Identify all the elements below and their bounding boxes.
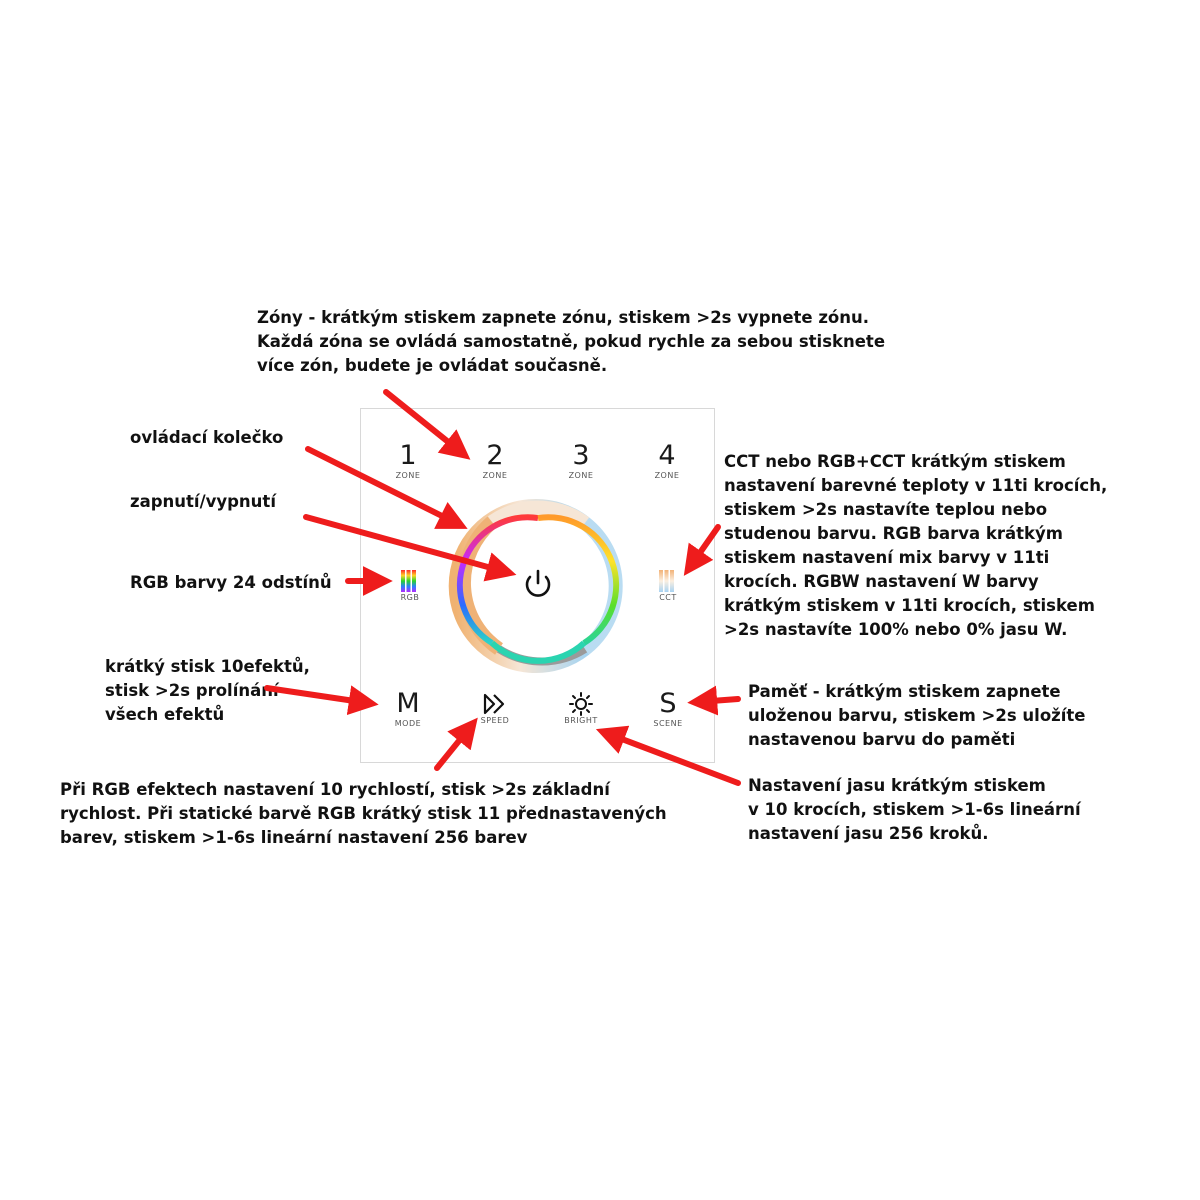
control-wheel[interactable] bbox=[361, 409, 714, 762]
rgb-bars-icon bbox=[401, 570, 416, 592]
speed-note: Při RGB efektech nastavení 10 rychlostí,… bbox=[60, 780, 667, 847]
sun-icon bbox=[569, 692, 593, 716]
zone-3-number: 3 bbox=[572, 440, 590, 471]
wheel-note: ovládací kolečko bbox=[130, 428, 284, 447]
scene-letter: S bbox=[659, 688, 677, 719]
arrow-bright bbox=[595, 725, 741, 786]
fast-forward-icon bbox=[483, 693, 505, 715]
cct-label: CCT bbox=[659, 593, 677, 602]
speed-button[interactable]: SPEED bbox=[465, 692, 525, 726]
zone-2-button[interactable]: 2 ZONE bbox=[465, 441, 525, 481]
rgb-button[interactable]: RGB bbox=[380, 569, 440, 603]
zone-4-button[interactable]: 4 ZONE bbox=[637, 441, 697, 481]
power-note: zapnutí/vypnutí bbox=[130, 492, 276, 511]
scene-note: Paměť - krátkým stiskem zapnete uloženou… bbox=[748, 682, 1086, 749]
scene-button[interactable]: S SCENE bbox=[638, 689, 698, 729]
mode-label: MODE bbox=[394, 719, 422, 728]
arrow-cct bbox=[683, 524, 721, 576]
zone-1-number: 1 bbox=[399, 440, 417, 471]
bright-button[interactable]: BRIGHT bbox=[551, 692, 611, 726]
zone-3-label: ZONE bbox=[568, 471, 594, 480]
mode-button[interactable]: M MODE bbox=[378, 689, 438, 729]
scene-label: SCENE bbox=[653, 719, 683, 728]
cct-button[interactable]: CCT bbox=[638, 569, 698, 603]
cct-note: CCT nebo RGB+CCT krátkým stiskem nastave… bbox=[724, 452, 1108, 639]
rgb-label: RGB bbox=[400, 593, 420, 602]
zone-4-number: 4 bbox=[658, 440, 676, 471]
power-icon[interactable] bbox=[525, 569, 551, 597]
speed-label: SPEED bbox=[480, 716, 510, 725]
zone-3-button[interactable]: 3 ZONE bbox=[551, 441, 611, 481]
arrow-mode bbox=[264, 685, 379, 716]
cct-bars-icon bbox=[659, 570, 674, 592]
bright-label: BRIGHT bbox=[564, 716, 598, 725]
arrow-wheel bbox=[305, 446, 468, 529]
mode-note: krátký stisk 10efektů, stisk >2s prolíná… bbox=[105, 657, 310, 724]
zone-2-label: ZONE bbox=[482, 471, 508, 480]
arrow-zones bbox=[383, 389, 471, 460]
arrow-scene bbox=[687, 685, 741, 716]
zone-2-number: 2 bbox=[486, 440, 504, 471]
zone-4-label: ZONE bbox=[654, 471, 680, 480]
zones-note: Zóny - krátkým stiskem zapnete zónu, sti… bbox=[257, 308, 886, 375]
arrow-speed bbox=[434, 717, 478, 771]
arrow-power bbox=[303, 514, 517, 582]
rgb-note: RGB barvy 24 odstínů bbox=[130, 573, 332, 592]
mode-letter: M bbox=[396, 688, 420, 719]
bright-note: Nastavení jasu krátkým stiskem v 10 kroc… bbox=[748, 776, 1081, 843]
zone-1-label: ZONE bbox=[395, 471, 421, 480]
control-panel: 1 ZONE 2 ZONE 3 ZONE 4 ZONE bbox=[360, 408, 715, 763]
zone-1-button[interactable]: 1 ZONE bbox=[378, 441, 438, 481]
